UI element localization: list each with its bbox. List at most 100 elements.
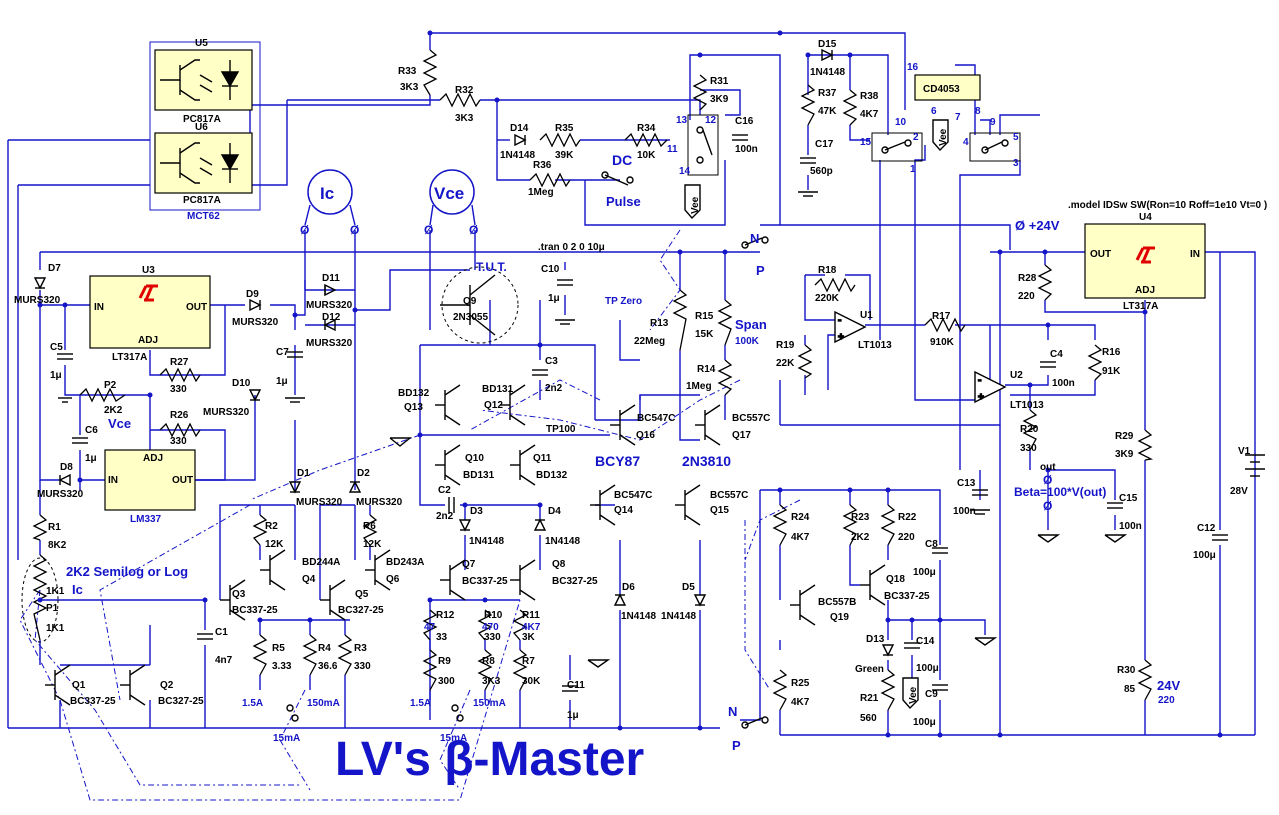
r38-val: 4K7 xyxy=(860,109,879,120)
q3-ref: Q3 xyxy=(232,589,246,600)
vce-meter xyxy=(429,169,475,215)
d2-val: MURS320 xyxy=(356,497,403,508)
vce-meter-label: Vce xyxy=(434,184,464,203)
r20-val: 330 xyxy=(1020,443,1037,454)
d12-val: MURS320 xyxy=(306,338,353,349)
alt-r11: 4K7 xyxy=(522,622,541,633)
capacitor-symbols xyxy=(57,134,1228,692)
vee-flags xyxy=(684,119,949,710)
u3-ref: U3 xyxy=(142,265,155,276)
svg-text:-: - xyxy=(978,375,981,386)
u3-in: IN xyxy=(94,302,104,313)
switch-p-bottom: P xyxy=(732,738,741,753)
d3-ref: D3 xyxy=(470,506,483,517)
r29-val: 3K9 xyxy=(1115,449,1134,460)
q11-ref: Q11 xyxy=(533,453,552,464)
r12-val: 33 xyxy=(436,632,448,643)
d15-ref: D15 xyxy=(818,39,837,50)
vee-flag-1: Vee xyxy=(690,196,701,214)
c4-val: 100n xyxy=(1052,378,1075,389)
u3-logo-icon xyxy=(138,284,158,302)
q5-val: BC327-25 xyxy=(338,605,384,616)
r32-val: 3K3 xyxy=(455,113,474,124)
r24-ref: R24 xyxy=(791,512,810,523)
q6-ref: Q6 xyxy=(386,574,400,585)
u4-adj: ADJ xyxy=(1135,285,1155,296)
r14-val: 1Meg xyxy=(686,381,712,392)
meter-leads xyxy=(304,204,476,226)
c17-ref: C17 xyxy=(815,139,834,150)
q2-ref: Q2 xyxy=(160,680,174,691)
svg-text:-: - xyxy=(838,315,841,326)
r34-val: 10K xyxy=(637,150,656,161)
r24-val: 4K7 xyxy=(791,532,810,543)
c7-val: 1μ xyxy=(276,376,288,387)
d7-ref: D7 xyxy=(48,263,61,274)
q9-transistor-icon xyxy=(440,274,496,336)
lm337-part: LM337 xyxy=(130,514,162,525)
r8-val: 3K3 xyxy=(482,676,501,687)
c9-ref: C9 xyxy=(925,689,938,700)
r1-val: 8K2 xyxy=(48,540,67,551)
c6-ref: C6 xyxy=(85,425,98,436)
alt-r10: 470 xyxy=(482,622,499,633)
range-150ma: 150mA xyxy=(307,698,340,709)
d12-ref: D12 xyxy=(322,312,341,323)
cd4053-pin16: 16 xyxy=(907,62,919,73)
tp100-label: TP100 xyxy=(546,424,576,435)
vee-flag-2: Vee xyxy=(938,128,949,146)
v1-ref: V1 xyxy=(1238,446,1251,457)
q2-val: BC327-25 xyxy=(158,696,204,707)
c2-val: 2n2 xyxy=(436,511,454,522)
r9-ref: R9 xyxy=(438,656,451,667)
r6-ref: R6 xyxy=(363,521,376,532)
d8-ref: D8 xyxy=(60,462,73,473)
d14-val: 1N4148 xyxy=(500,150,535,161)
r31-val: 3K9 xyxy=(710,94,729,105)
u3-adj: ADJ xyxy=(138,335,158,346)
u4-out: OUT xyxy=(1090,249,1111,260)
tp-zero-label: TP Zero xyxy=(605,296,642,307)
r3-ref: R3 xyxy=(354,643,367,654)
r35-val: 39K xyxy=(555,150,574,161)
term-vce-a: Ø xyxy=(424,223,433,237)
term-vce-b: Ø xyxy=(469,223,478,237)
r16-val: 91K xyxy=(1102,366,1121,377)
cd-switch-b xyxy=(969,132,1021,162)
q18-ref: Q18 xyxy=(886,574,905,585)
diode-symbols xyxy=(33,48,895,657)
r23-ref: R23 xyxy=(851,512,870,523)
q16-ref: Q16 xyxy=(636,430,655,441)
r30-220: 220 xyxy=(1158,695,1175,706)
c14-val: 100μ xyxy=(916,663,939,674)
range-15ma-b: 15mA xyxy=(440,733,467,744)
c15-val: 100n xyxy=(1119,521,1142,532)
r9-val: 300 xyxy=(438,676,455,687)
r26-ref: R26 xyxy=(170,410,189,421)
r32-ref: R32 xyxy=(455,85,474,96)
pin-1: 1 xyxy=(910,164,916,175)
r5-val: 3.33 xyxy=(272,661,292,672)
d6-val: 1N4148 xyxy=(621,611,656,622)
model-line: .model IDSw SW(Ron=10 Roff=1e10 Vt=0 ) xyxy=(1068,200,1267,211)
q17-val: BC557C xyxy=(732,413,770,424)
q11-val: BD132 xyxy=(536,470,568,481)
c11-ref: C11 xyxy=(567,680,585,691)
r19-ref: R19 xyxy=(776,340,795,351)
r10-ref: R10 xyxy=(484,610,503,621)
q15-ref: Q15 xyxy=(710,505,729,516)
cd-switch-c xyxy=(687,114,719,176)
u3-part: LT317A xyxy=(112,352,147,363)
q17-ref: Q17 xyxy=(732,430,751,441)
r22-val: 220 xyxy=(898,532,915,543)
d10-ref: D10 xyxy=(232,378,251,389)
cd-switch-a xyxy=(871,132,923,162)
pin-14: 14 xyxy=(679,166,691,177)
mct-label: MCT62 xyxy=(187,211,220,222)
d13-ref: D13 xyxy=(866,634,885,645)
ic-meter-label: Ic xyxy=(320,184,334,203)
c13-ref: C13 xyxy=(957,478,976,489)
r30-ref: R30 xyxy=(1117,665,1136,676)
ic-meter xyxy=(307,169,353,215)
u2-opamp-icon: -+ xyxy=(974,370,1007,404)
